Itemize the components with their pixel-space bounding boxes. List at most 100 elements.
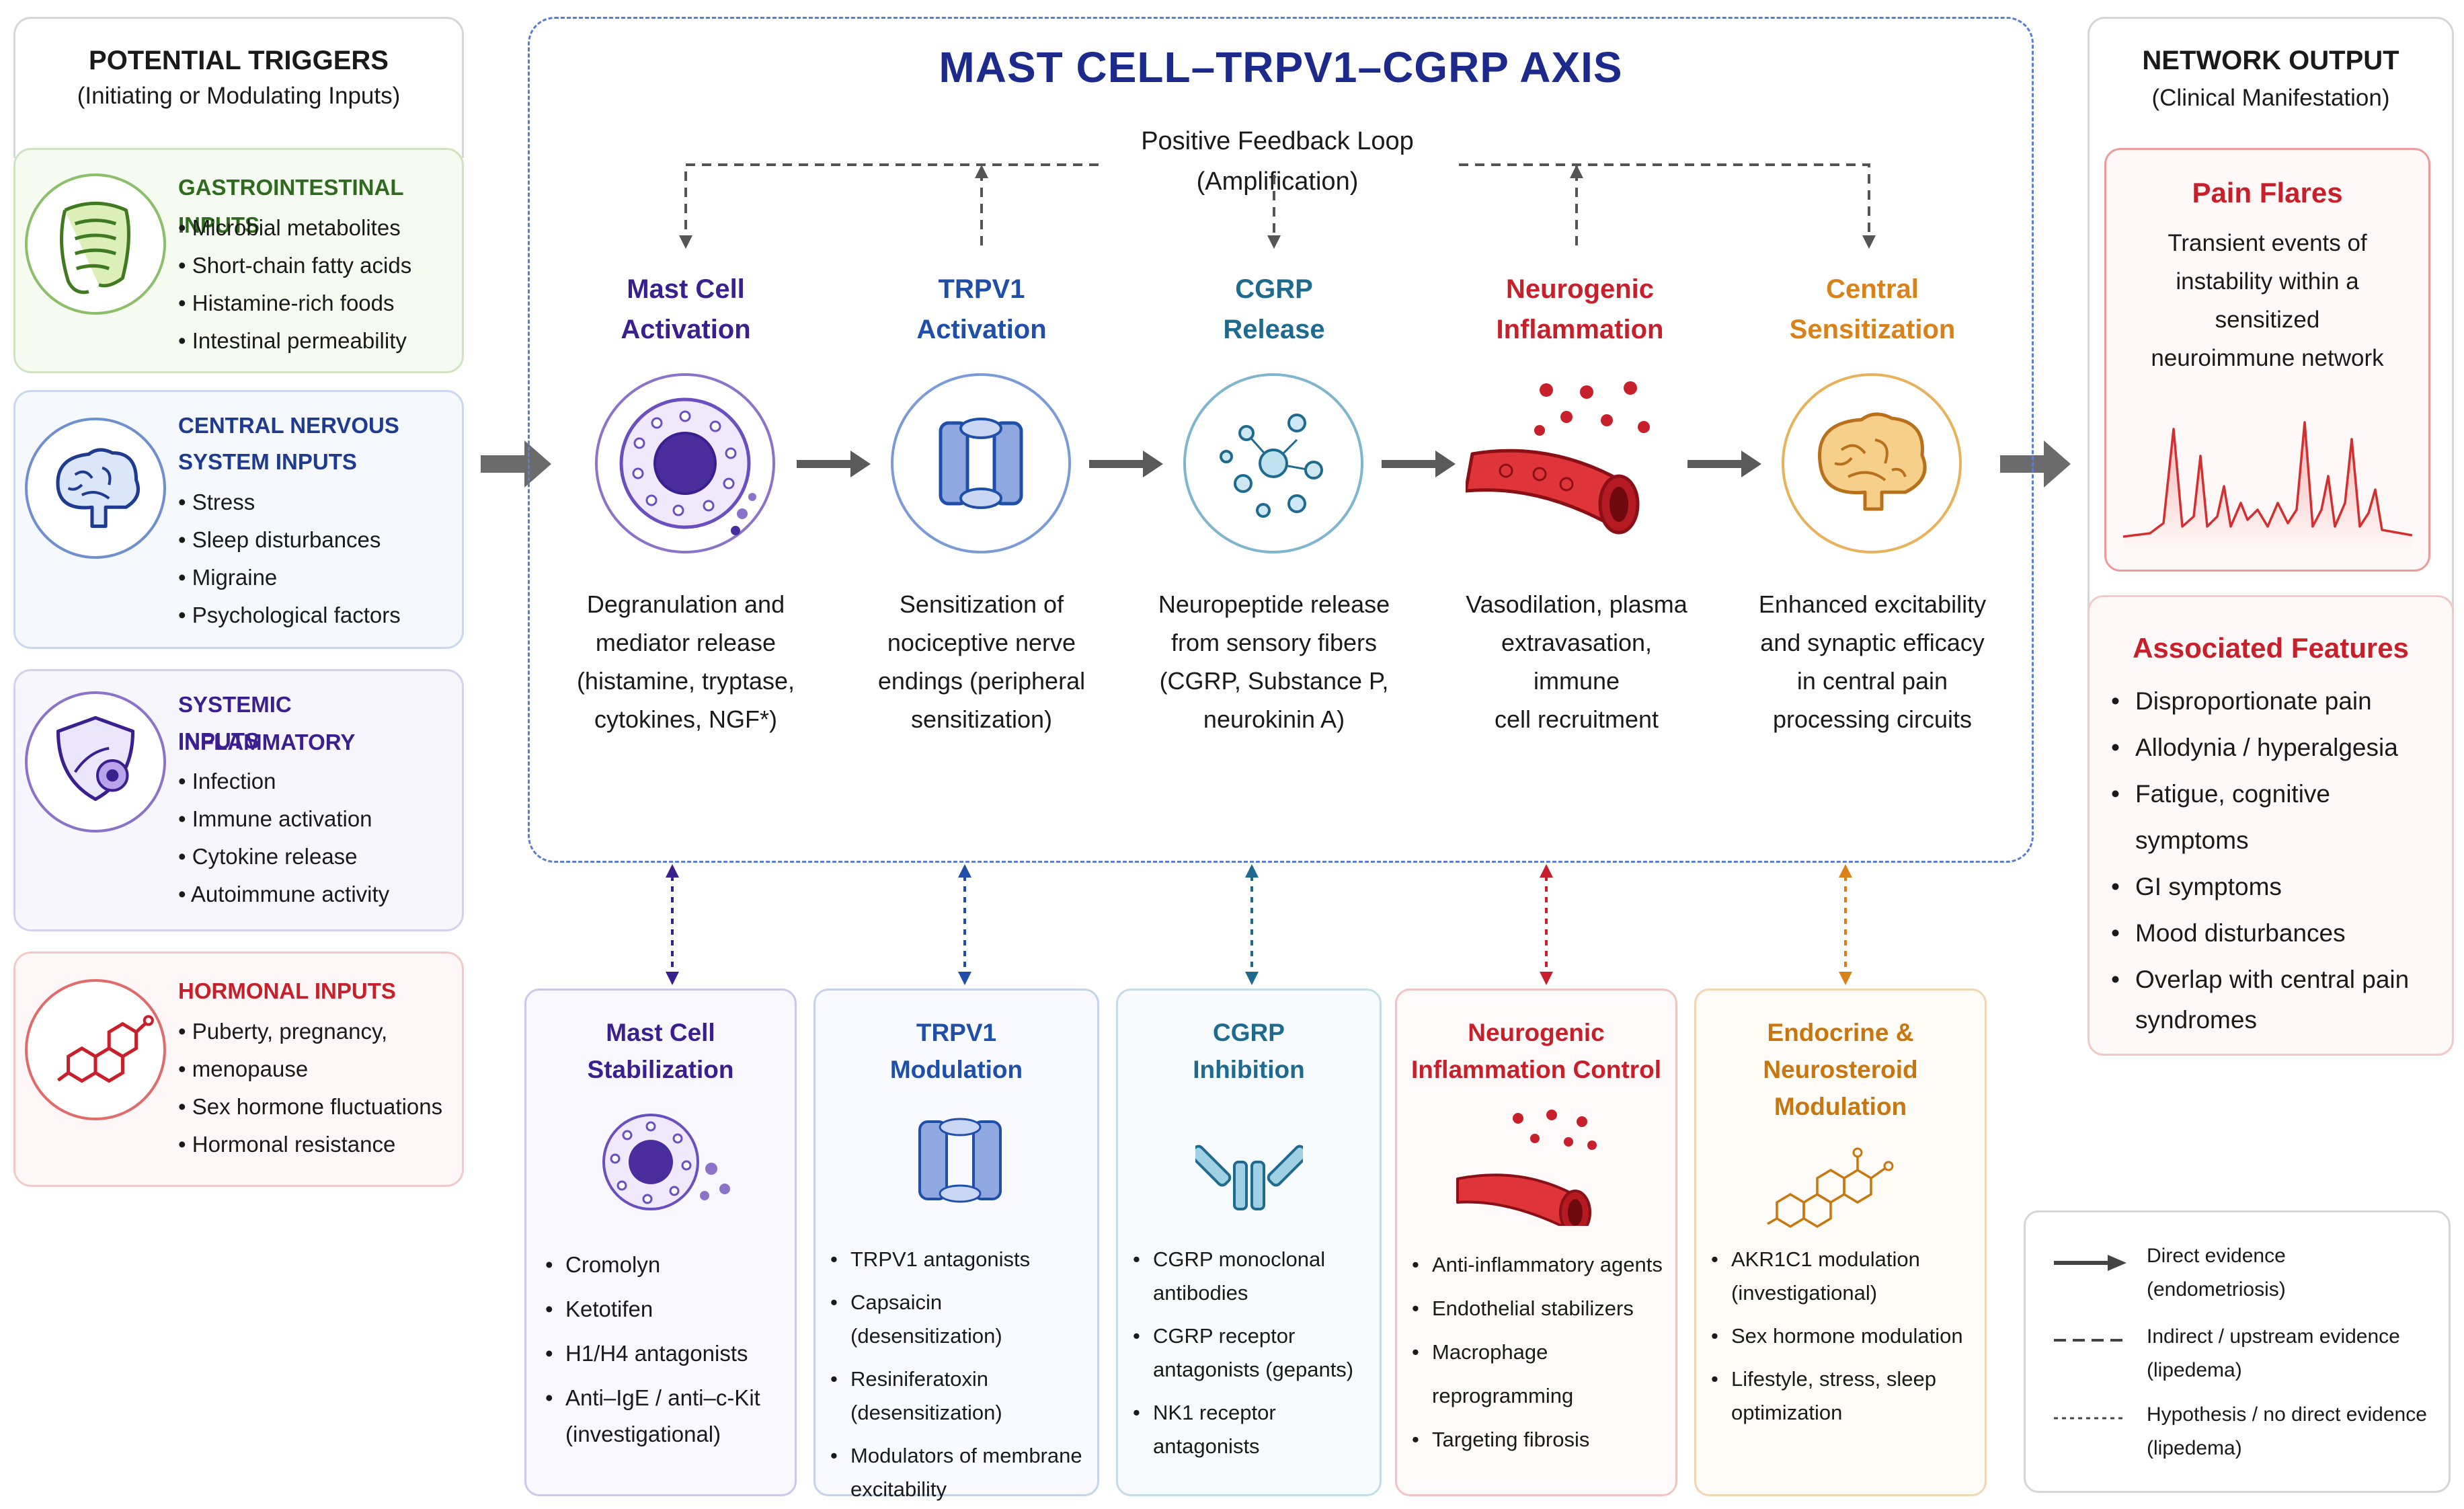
- desc-line: mediator release: [595, 629, 777, 656]
- treatment-item: CGRP monoclonal antibodies: [1130, 1243, 1379, 1310]
- step-title-line1: CGRP: [1235, 274, 1313, 304]
- legend-line: Hypothesis / no direct evidence: [2147, 1403, 2427, 1426]
- trigger-item: Microbial metabolites: [178, 209, 411, 247]
- trigger-title-line2: SYSTEM INPUTS: [178, 449, 357, 474]
- feature-item: Fatigue, cognitive symptoms: [2107, 771, 2450, 863]
- treatment-item: Lifestyle, stress, sleep optimization: [1708, 1362, 1984, 1430]
- antibody-icon: [1195, 1145, 1303, 1210]
- feature-item: GI symptoms: [2107, 863, 2450, 910]
- associated-features-box: Associated Features Disproportionate pai…: [2088, 595, 2454, 1056]
- treatment-item: Sex hormone modulation: [1708, 1319, 1984, 1353]
- feature-item: Allodynia / hyperalgesia: [2107, 724, 2450, 771]
- trigger-item: Psychological factors: [178, 596, 401, 634]
- trigger-item: Immune activation: [178, 800, 389, 838]
- treatment-cgrp-inhibition: CGRP Inhibition CGRP monoclonal antibodi…: [1116, 989, 1382, 1496]
- feature-item: Overlap with central pain syndromes: [2107, 956, 2450, 1040]
- triggers-subtitle: (Initiating or Modulating Inputs): [77, 83, 401, 109]
- trigger-item: Intestinal permeability: [178, 322, 411, 360]
- desc-line: nociceptive nerve: [887, 629, 1076, 656]
- step-title-trpv1: TRPV1 Activation: [861, 269, 1103, 350]
- immune-shield-icon: [25, 691, 166, 833]
- desc-line: sensitization): [910, 705, 1053, 733]
- desc-line: Degranulation and: [586, 590, 785, 618]
- treatment-title-line2: Inflammation Control: [1410, 1056, 1662, 1083]
- treatment-title-line2: Stabilization: [587, 1056, 734, 1083]
- desc-line: Transient events of: [2168, 230, 2367, 256]
- step-desc-trpv1: Sensitization of nociceptive nerve endin…: [861, 585, 1103, 738]
- pain-flares-desc: Transient events of instability within a…: [2106, 224, 2428, 377]
- treatment-item: Resiniferatoxin (desensitization): [828, 1362, 1097, 1430]
- treatment-item: Anti–IgE / anti–c-Kit (investigational): [543, 1376, 791, 1453]
- ion-channel-icon: [891, 373, 1071, 553]
- treatment-title-line2: Modulation: [889, 1056, 1023, 1083]
- step-arrow: [1687, 451, 1761, 477]
- treatment-item: H1/H4 antagonists: [543, 1331, 791, 1376]
- step-desc-mast-cell: Degranulation and mediator release (hist…: [565, 585, 807, 738]
- treatment-item: Endothelial stabilizers: [1409, 1286, 1678, 1330]
- blood-vessel-icon: [1464, 373, 1667, 553]
- legend-line: Indirect / upstream evidence: [2147, 1325, 2400, 1348]
- step-desc-cgrp: Neuropeptide release from sensory fibers…: [1153, 585, 1395, 738]
- trigger-item: Histamine-rich foods: [178, 284, 411, 322]
- feedback-loop-lines: [679, 163, 1876, 249]
- desc-line: in central pain: [1796, 667, 1948, 695]
- trigger-hormonal: HORMONAL INPUTS Puberty, pregnancy, meno…: [13, 952, 464, 1187]
- step-title-line2: Activation: [621, 315, 751, 344]
- trigger-item: Puberty, pregnancy,: [178, 1013, 442, 1050]
- trigger-title-line2: INPUTS: [178, 728, 260, 753]
- treatment-title-line2: Neurosteroid: [1763, 1056, 1918, 1083]
- trigger-item: menopause: [178, 1050, 442, 1088]
- axis-panel: MAST CELL–TRPV1–CGRP AXIS: [528, 17, 2034, 863]
- trigger-item: Hormonal resistance: [178, 1126, 442, 1163]
- desc-line: (CGRP, Substance P,: [1159, 667, 1389, 695]
- input-arrow: [481, 440, 551, 488]
- legend-dashed-line: [2054, 1339, 2124, 1342]
- desc-line: cell recruitment: [1494, 705, 1659, 733]
- feature-item: Disproportionate pain: [2107, 678, 2450, 724]
- step-arrow: [1089, 451, 1163, 477]
- desc-line: Sensitization of: [899, 590, 1064, 618]
- trigger-item: Stress: [178, 483, 401, 521]
- feature-item: Mood disturbances: [2107, 910, 2450, 956]
- trigger-item: Sleep disturbances: [178, 521, 401, 559]
- trigger-gastrointestinal: GASTROINTESTINAL INPUTS Microbial metabo…: [13, 148, 464, 373]
- step-desc-central: Enhanced excitability and synaptic effic…: [1751, 585, 1993, 738]
- step-title-neurogenic: Neurogenic Inflammation: [1459, 269, 1701, 350]
- neuropeptide-icon: [1183, 373, 1363, 553]
- desc-line: from sensory fibers: [1170, 629, 1378, 656]
- treatment-item: NK1 receptor antagonists: [1130, 1396, 1379, 1463]
- brain-icon: [1782, 373, 1962, 553]
- step-arrow: [797, 451, 871, 477]
- legend: Direct evidence (endometriosis) Indirect…: [2024, 1210, 2451, 1493]
- desc-line: sensitized: [2215, 307, 2320, 333]
- pain-flares-box: Pain Flares Transient events of instabil…: [2104, 148, 2430, 572]
- treatment-item: Ketotifen: [543, 1287, 791, 1331]
- step-title-line1: TRPV1: [938, 274, 1025, 304]
- treatment-item: Capsaicin (desensitization): [828, 1286, 1097, 1353]
- treatment-item: Targeting fibrosis: [1409, 1418, 1678, 1461]
- desc-line: and synaptic efficacy: [1760, 629, 1985, 656]
- step-title-line1: Central: [1826, 274, 1919, 304]
- desc-line: cytokines, NGF*): [594, 705, 778, 733]
- output-arrow: [2000, 440, 2071, 488]
- output-subtitle: (Clinical Manifestation): [2151, 85, 2390, 111]
- desc-line: extravasation, immune: [1501, 629, 1653, 695]
- brain-icon: [25, 418, 166, 559]
- trigger-title-line1: SYSTEMIC INFLAMMATORY: [178, 692, 356, 754]
- triggers-title: POTENTIAL TRIGGERS: [89, 46, 389, 75]
- treatment-title-line1: TRPV1: [916, 1019, 997, 1046]
- legend-line: (endometriosis): [2147, 1278, 2286, 1301]
- step-title-line1: Mast Cell: [627, 274, 745, 304]
- treatment-item: Anti-inflammatory agents: [1409, 1243, 1678, 1286]
- step-arrow: [1382, 451, 1456, 477]
- desc-line: Neuropeptide release: [1158, 590, 1390, 618]
- ion-channel-icon: [918, 1118, 1002, 1203]
- blood-vessel-icon: [1456, 1110, 1597, 1226]
- desc-line: endings (peripheral: [877, 667, 1086, 695]
- steroid-molecule-icon: [25, 979, 166, 1120]
- pain-flares-title: Pain Flares: [2192, 177, 2343, 208]
- legend-line: Direct evidence: [2147, 1245, 2286, 1267]
- step-title-line2: Activation: [916, 315, 1047, 344]
- desc-line: (histamine, tryptase,: [576, 667, 795, 695]
- trigger-item: Autoimmune activity: [178, 876, 389, 913]
